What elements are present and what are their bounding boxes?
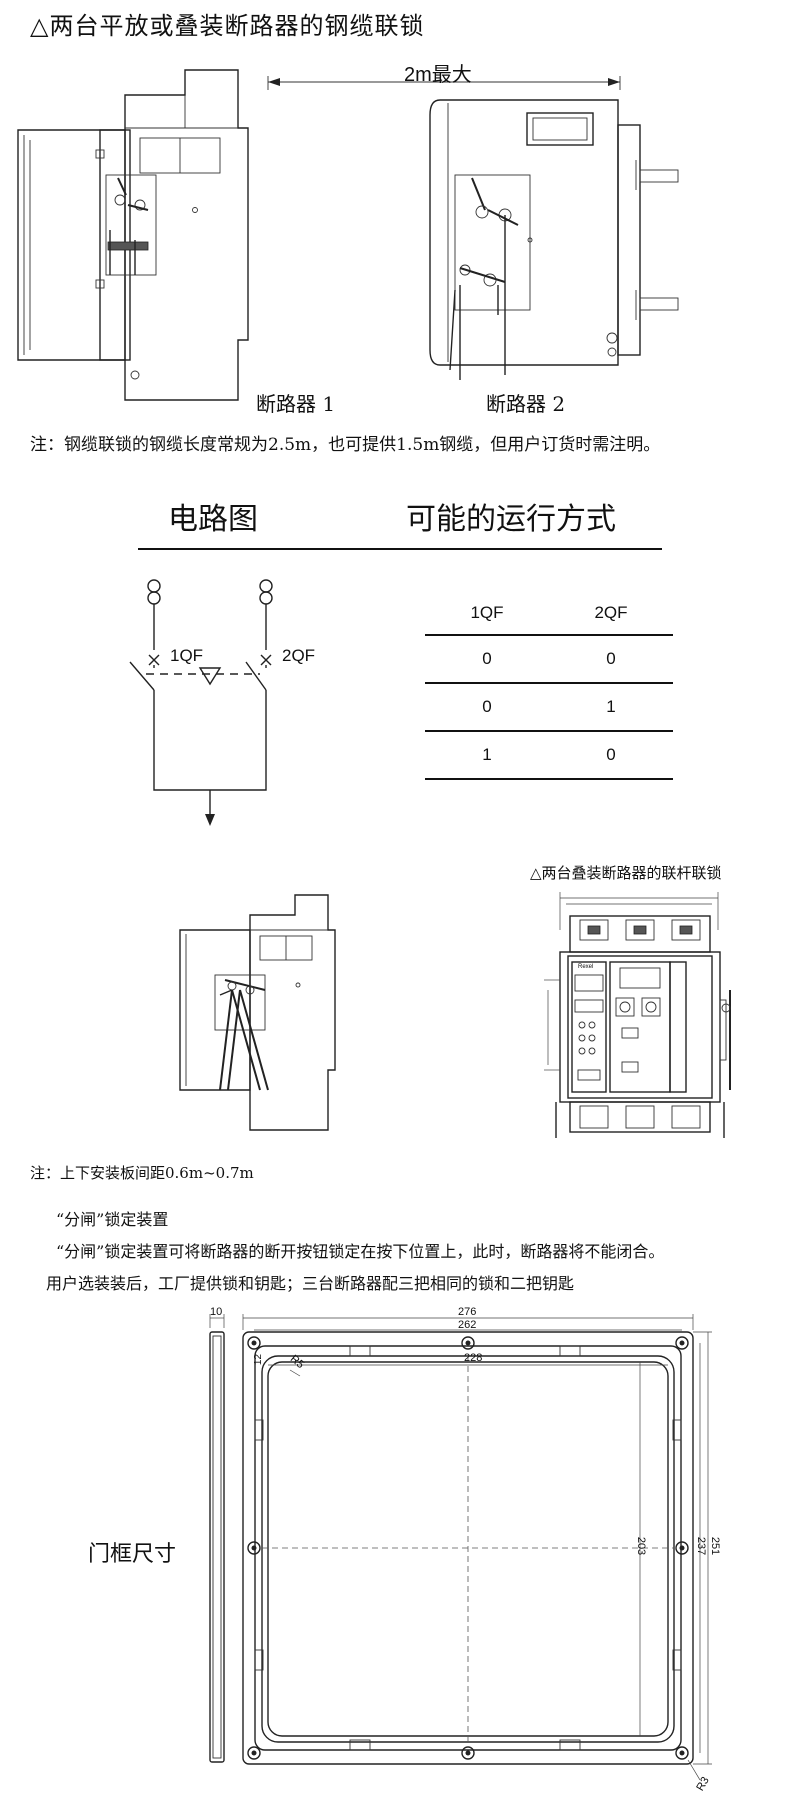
door-frame-size-label: 门框尺寸 xyxy=(88,1541,177,1566)
table-cell: 0 xyxy=(425,683,549,732)
table-cell: 0 xyxy=(549,731,673,780)
lock-key-description: 用户选装装后，工厂提供锁和钥匙；三台断路器配三把相同的锁和二把钥匙 xyxy=(46,1274,575,1293)
circuit-diagram xyxy=(129,579,273,826)
table-row: 0 0 xyxy=(425,635,673,684)
breaker-1-drawing xyxy=(17,69,249,401)
open-lock-title: “分闸”锁定装置 xyxy=(56,1210,169,1229)
table-cell: 1 xyxy=(425,731,549,780)
linkage-interlock-title: △两台叠装断路器的联杆联锁 xyxy=(530,864,722,882)
table-cell: 0 xyxy=(425,635,549,684)
dim-outer-width: 276 xyxy=(458,1306,477,1318)
dim-hole-width: 262 xyxy=(458,1319,477,1331)
operation-modes-table: 1QF 2QF 0 0 0 1 1 0 xyxy=(425,602,673,780)
operation-modes-heading: 可能的运行方式 xyxy=(406,502,616,537)
dim-inner-height: 203 xyxy=(635,1536,648,1556)
panel-spacing-note: 注：上下安装板间距0.6m~0.7m xyxy=(30,1164,254,1182)
dim-hole-height: 237 xyxy=(695,1536,708,1556)
breaker-2-label: 断路器 2 xyxy=(486,392,566,416)
circuit-diagram-heading: 电路图 xyxy=(168,502,258,537)
table-row: 0 1 xyxy=(425,683,673,732)
max-distance-label: 2m最大 xyxy=(404,64,472,86)
qf2-label: 2QF xyxy=(282,646,316,665)
open-lock-description: “分闸”锁定装置可将断路器的断开按钮锁定在按下位置上，此时，断路器将不能闭合。 xyxy=(56,1242,665,1261)
qf1-label: 1QF xyxy=(170,646,204,665)
door-frame-drawing xyxy=(209,1314,712,1781)
breaker-1-label: 断路器 1 xyxy=(256,392,336,416)
table-header-2qf: 2QF xyxy=(549,602,673,636)
cable-interlock-title: △两台平放或叠装断路器的钢缆联锁 xyxy=(30,12,425,40)
table-cell: 1 xyxy=(549,683,673,732)
stacked-breaker-side-view xyxy=(179,894,336,1131)
panel-brand-label: Rexel xyxy=(578,964,594,970)
table-header-row: 1QF 2QF xyxy=(425,602,673,636)
dim-corner-offset: 12 xyxy=(253,1353,265,1366)
stacked-breaker-front-view xyxy=(544,892,731,1138)
table-row: 1 0 xyxy=(425,731,673,780)
dim-inner-width: 228 xyxy=(464,1352,483,1364)
dim-thickness: 10 xyxy=(210,1306,223,1318)
table-header-1qf: 1QF xyxy=(425,602,549,636)
breaker-2-drawing xyxy=(429,99,679,380)
dim-outer-height: 251 xyxy=(709,1536,722,1556)
cable-length-note: 注：钢缆联锁的钢缆长度常规为2.5m，也可提供1.5m钢缆，但用户订货时需注明。 xyxy=(30,435,661,455)
table-cell: 0 xyxy=(549,635,673,684)
cable-interlock-drawing xyxy=(17,69,679,401)
heading-divider xyxy=(138,548,662,550)
